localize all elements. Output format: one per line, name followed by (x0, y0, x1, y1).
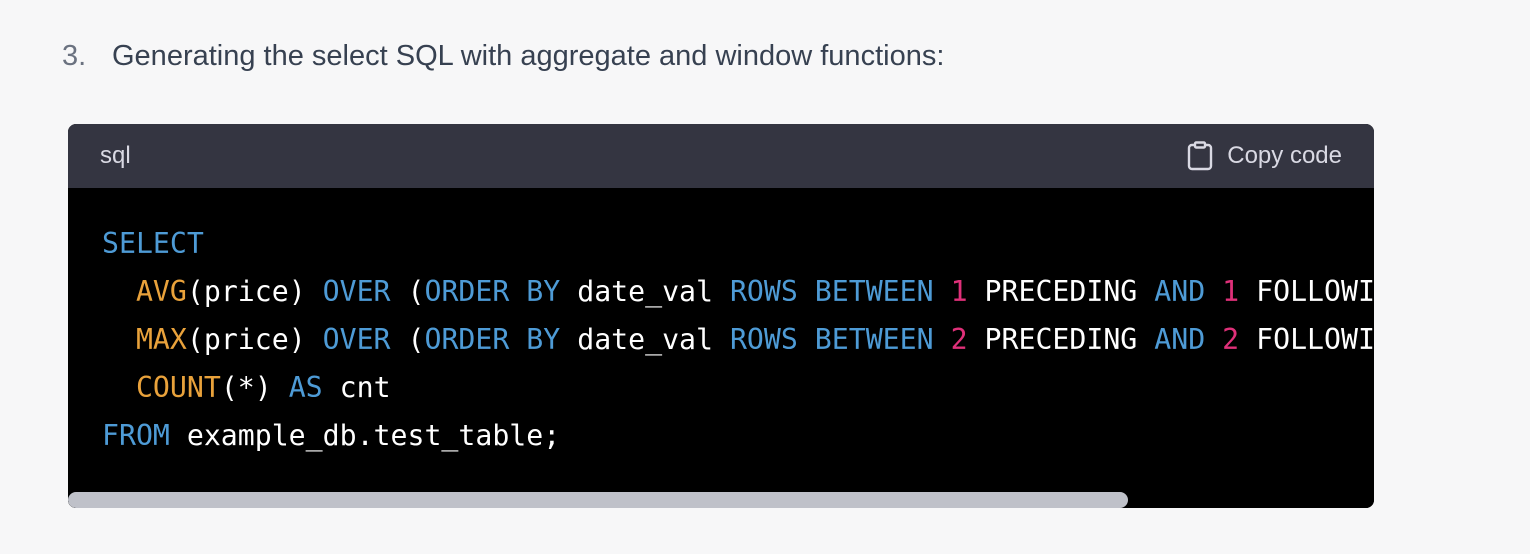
code-text: FOLLOWIN (1256, 323, 1374, 356)
code-text: PRECEDING (967, 275, 1155, 308)
code-text: PRECEDING (967, 323, 1155, 356)
code-text: (price) (186, 275, 323, 308)
code-line: MAX(price) OVER (ORDER BY date_val ROWS … (102, 323, 1374, 356)
code-keyword: ORDER BY (424, 323, 561, 356)
clipboard-icon (1187, 141, 1213, 171)
code-keyword: AS (288, 371, 323, 404)
list-item-step-3: 3. Generating the select SQL with aggreg… (62, 34, 944, 78)
code-keyword: ORDER BY (424, 275, 561, 308)
code-text: ( (390, 275, 425, 308)
code-function: AVG (135, 275, 187, 308)
list-number: 3. (62, 39, 87, 72)
code-number: 1 (950, 275, 968, 308)
list-item-text: Generating the select SQL with aggregate… (112, 39, 945, 72)
code-line: FROM example_db.test_table; (102, 419, 560, 452)
code-number: 2 (950, 323, 968, 356)
code-text (1205, 323, 1222, 356)
code-text: example_db.test_table; (169, 419, 561, 452)
code-line: COUNT(*) AS cnt (102, 371, 391, 404)
code-text (934, 323, 951, 356)
code-block-header: sql Copy code (68, 124, 1374, 188)
code-keyword: ROWS BETWEEN (729, 275, 934, 308)
code-keyword: OVER (322, 275, 391, 308)
code-body: SELECT AVG(price) OVER (ORDER BY date_va… (68, 188, 1374, 508)
code-number: 1 (1222, 275, 1240, 308)
code-text (102, 275, 136, 308)
code-line: AVG(price) OVER (ORDER BY date_val ROWS … (102, 275, 1374, 308)
code-language-label: sql (100, 142, 131, 169)
code-function: COUNT (135, 371, 221, 404)
code-text: FOLLOWIN (1256, 275, 1374, 308)
code-text (102, 371, 136, 404)
code-text: cnt (322, 371, 391, 404)
code-text: ( (390, 323, 425, 356)
code-text (102, 323, 136, 356)
code-text: date_val (560, 275, 730, 308)
code-number: 2 (1222, 323, 1240, 356)
code-keyword: FROM (102, 419, 170, 452)
scrollbar-thumb[interactable] (68, 492, 1128, 508)
code-text (1205, 275, 1222, 308)
code-block: sql Copy code SELECT AVG(price) OVER (OR… (68, 124, 1374, 508)
horizontal-scrollbar[interactable] (68, 492, 1374, 508)
code-keyword: OVER (322, 323, 391, 356)
code-keyword: SELECT (102, 227, 204, 260)
code-text: (price) (186, 323, 323, 356)
code-text: (*) (220, 371, 289, 404)
code-keyword: AND (1154, 275, 1206, 308)
code-text: date_val (560, 323, 730, 356)
code-keyword: AND (1154, 323, 1206, 356)
code-line: SELECT (102, 227, 204, 260)
copy-code-label: Copy code (1227, 142, 1342, 169)
code-function: MAX (135, 323, 187, 356)
code-content: SELECT AVG(price) OVER (ORDER BY date_va… (102, 220, 1374, 460)
code-keyword: ROWS BETWEEN (729, 323, 934, 356)
copy-code-button[interactable]: Copy code (1187, 141, 1342, 171)
code-text (934, 275, 951, 308)
